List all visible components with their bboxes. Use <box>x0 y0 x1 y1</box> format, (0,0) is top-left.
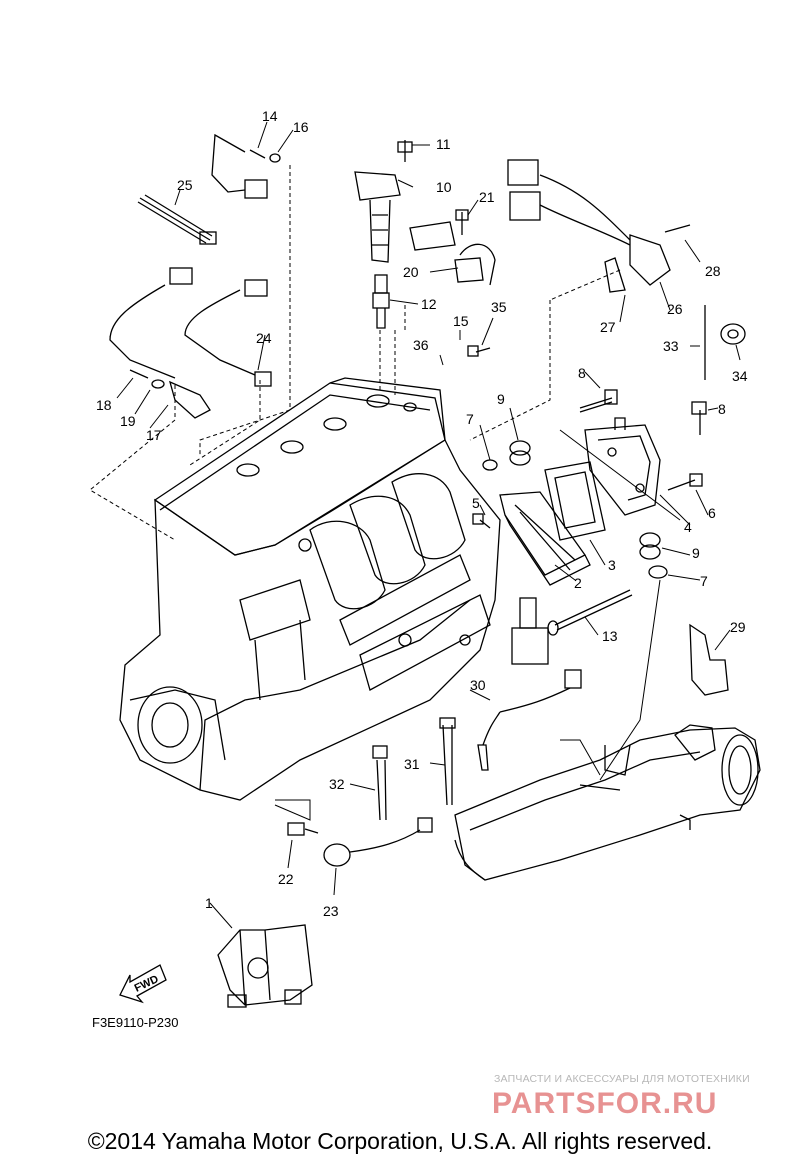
copyright-notice: ©2014 Yamaha Motor Corporation, U.S.A. A… <box>87 1128 713 1154</box>
callout-19: 19 <box>120 413 136 429</box>
part-1-assembly <box>217 924 313 1008</box>
callout-3: 3 <box>608 557 616 573</box>
fwd-label: FWD <box>133 973 161 994</box>
callout-34: 34 <box>732 368 748 384</box>
callout-28: 28 <box>705 263 721 279</box>
callout-24: 24 <box>256 330 272 346</box>
callout-8a: 8 <box>578 365 586 381</box>
callout-30: 30 <box>470 677 486 693</box>
engine-block <box>119 377 501 801</box>
callout-9a: 9 <box>497 391 505 407</box>
bottom-sensors <box>287 817 433 867</box>
callout-32: 32 <box>329 776 345 792</box>
leader-lines <box>116 121 741 929</box>
fwd-arrow <box>119 964 167 1004</box>
intake-duct <box>454 724 761 881</box>
cam-sensor <box>409 221 496 286</box>
grommet-parts <box>482 440 668 579</box>
callout-2: 2 <box>574 575 582 591</box>
callout-20: 20 <box>403 264 419 280</box>
callout-17: 17 <box>146 427 162 443</box>
callout-7b: 7 <box>700 573 708 589</box>
callout-1: 1 <box>205 895 213 911</box>
spark-plug <box>372 274 390 329</box>
callout-18: 18 <box>96 397 112 413</box>
callout-25: 25 <box>177 177 193 193</box>
callout-26: 26 <box>667 301 683 317</box>
callout-5: 5 <box>472 495 480 511</box>
left-sensors <box>109 133 281 419</box>
ignition-coil <box>354 171 401 263</box>
callout-7a: 7 <box>466 411 474 427</box>
callout-9b: 9 <box>692 545 700 561</box>
callout-16: 16 <box>293 119 309 135</box>
callout-33: 33 <box>663 338 679 354</box>
callout-10: 10 <box>436 179 452 195</box>
watermark-tagline: ЗАПЧАСТИ И АКСЕССУАРЫ ДЛЯ МОТОТЕХНИКИ <box>494 1073 750 1085</box>
figure-code: F3E9110-P230 <box>92 1015 179 1030</box>
callout-22: 22 <box>278 871 294 887</box>
callout-21: 21 <box>479 189 495 205</box>
callout-35: 35 <box>491 299 507 315</box>
callout-27: 27 <box>600 319 616 335</box>
callout-13: 13 <box>602 628 618 644</box>
callout-6: 6 <box>708 505 716 521</box>
callout-4: 4 <box>684 519 692 535</box>
wiring-harness <box>507 159 691 293</box>
watermark-logo: PARTSFOR.RU <box>492 1087 717 1120</box>
callout-29: 29 <box>730 619 746 635</box>
bolts <box>397 140 707 529</box>
ecu-part-2 <box>499 491 591 586</box>
callout-11: 11 <box>436 136 451 152</box>
bracket-part-4 <box>584 417 661 516</box>
callout-23: 23 <box>323 903 339 919</box>
callout-8b: 8 <box>718 401 726 417</box>
callout-12: 12 <box>421 296 437 312</box>
callout-31: 31 <box>404 756 420 772</box>
gasket-part-3 <box>544 461 606 541</box>
callout-labels: 1 2 3 4 5 6 7 7 8 8 9 9 10 11 12 13 14 1… <box>96 108 748 919</box>
callout-36: 36 <box>413 337 429 353</box>
callout-14: 14 <box>262 108 278 124</box>
callout-15: 15 <box>453 313 469 329</box>
reference-lines <box>89 165 621 541</box>
